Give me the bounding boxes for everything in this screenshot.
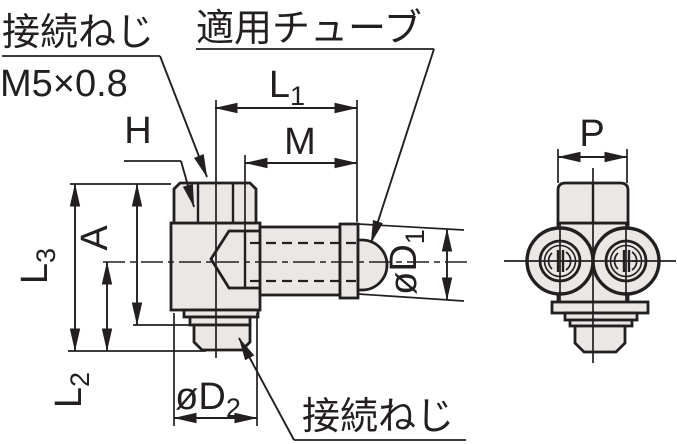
leader-thread-bottom [238,337,295,441]
side-view [504,149,676,363]
dim-label-h: H [124,110,151,152]
leader-thread-top [159,55,208,178]
tube-socket [258,225,342,297]
threaded-stud [192,323,252,352]
label-thread-size: M5×0.8 [0,63,128,105]
leader-tube [370,48,435,244]
inserted-tube-end [356,238,389,292]
extension-line-d1-top [357,223,465,231]
labels: 接続ねじ M5×0.8 適用チューブ 接続ねじ H L1 M P L3 A L2… [0,8,605,438]
dim-label-a: A [74,225,116,251]
side-threaded-stud [573,324,627,354]
label-applicable-tube: 適用チューブ [196,8,422,50]
dim-label-d1: øD1 [383,229,430,295]
dim-label-m: M [284,121,316,163]
leader-h [180,160,195,208]
hex-top [172,181,258,225]
dim-label-p: P [579,113,604,155]
release-collar [338,222,360,300]
dim-label-l2: L2 [48,372,95,408]
main-view [2,48,470,441]
side-collar [550,300,650,315]
label-connection-thread-top: 接続ねじ [2,12,154,54]
label-connection-thread-bottom: 接続ねじ [302,396,454,438]
dim-label-l1: L1 [269,64,305,111]
dim-label-l3: L3 [14,248,61,284]
dim-label-d2: øD2 [175,376,241,423]
